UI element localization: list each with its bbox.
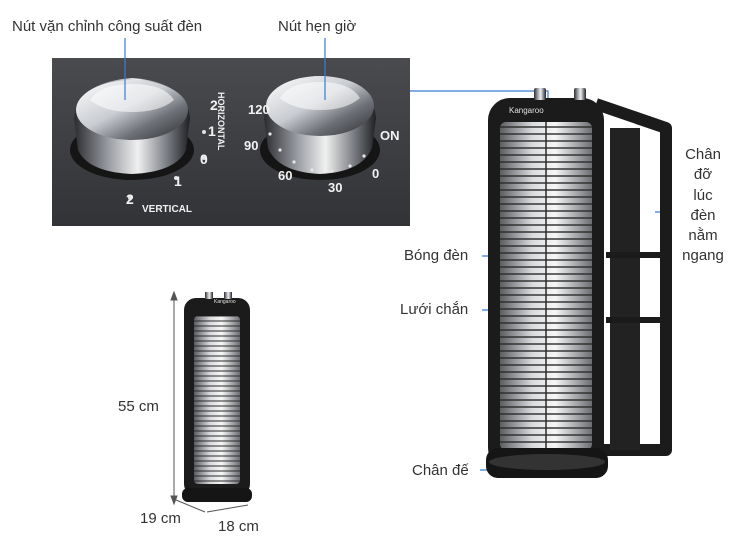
- dimension-depth: 19 cm: [140, 510, 181, 527]
- power-mark-2: 0: [200, 151, 208, 167]
- label-stand-line-2: đỡ: [693, 166, 713, 184]
- label-stand-line-4: đèn: [690, 206, 716, 224]
- timer-mark-on: ON: [380, 128, 400, 143]
- power-mark-3: 1: [208, 123, 216, 139]
- label-stand-line-1: Chân: [685, 146, 721, 163]
- dimension-height: 55 cm: [118, 398, 159, 415]
- brand-large: Kangaroo: [509, 106, 544, 115]
- power-knob: [70, 78, 206, 200]
- timer-knob-marks: ON 0 30 60 90 120: [244, 102, 400, 195]
- vertical-text: VERTICAL: [142, 204, 192, 215]
- label-grille: Lưới chắn: [400, 301, 469, 318]
- power-knob-marks: 2 1 0 1 2 VERTICAL HORIZONTAL: [126, 92, 226, 215]
- timer-knob: [260, 76, 380, 180]
- timer-mark-0: 0: [372, 166, 379, 181]
- timer-mark-30: 30: [328, 180, 342, 195]
- timer-mark-60: 60: [278, 168, 292, 183]
- label-bulb: Bóng đèn: [404, 247, 469, 264]
- power-mark-0: 2: [126, 191, 134, 207]
- power-mark-1: 1: [174, 173, 182, 189]
- label-timer-knob: Nút hẹn giờ: [278, 18, 357, 35]
- power-mark-4: 2: [210, 97, 218, 113]
- horizontal-text: HORIZONTAL: [216, 92, 226, 151]
- timer-mark-120: 120: [248, 102, 270, 117]
- timer-mark-90: 90: [244, 138, 258, 153]
- heater-small: [182, 292, 252, 502]
- label-stand-line-3: lúc: [693, 186, 713, 204]
- dimension-width: 18 cm: [218, 518, 259, 535]
- label-power-knob: Nút vặn chỉnh công suất đèn: [12, 18, 203, 35]
- label-base: Chân đế: [412, 462, 469, 479]
- label-stand-line-5: nằm: [688, 227, 718, 244]
- label-stand: Chân đỡ lúc đèn nằm ngang: [678, 145, 728, 267]
- control-panel: [52, 58, 410, 226]
- brand-small: Kangaroo: [214, 299, 236, 305]
- label-stand-line-6: ngang: [682, 247, 724, 265]
- heater-large: [486, 88, 672, 478]
- dimension-lines: [170, 290, 249, 513]
